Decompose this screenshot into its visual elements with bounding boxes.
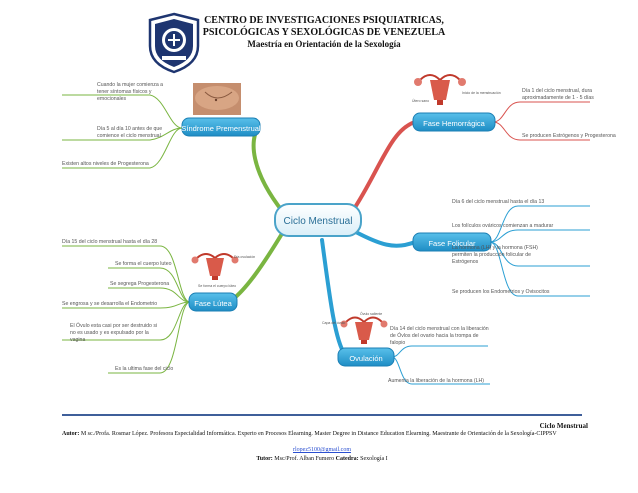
footer-email-row: rlopez5100@gmail.com xyxy=(62,446,582,454)
branch-sindrome xyxy=(62,94,183,169)
ovulacion-item-2: Aumenta la liberación de la hormona (LH) xyxy=(388,378,484,384)
branch-folicular xyxy=(489,205,590,297)
lutea-item-5: El Óvulo esta casi por ser destruido si … xyxy=(70,322,159,343)
uterus-icon xyxy=(414,74,466,105)
header-line2: PSICOLÓGICAS Y SEXOLÓGICAS DE VENEZUELA xyxy=(202,27,446,38)
institution-logo xyxy=(148,12,200,74)
ovulacion-item-1: Día 14 del ciclo menstrual con la libera… xyxy=(390,326,490,346)
connector-hemorragica xyxy=(350,120,417,214)
header-line1: CENTRO DE INVESTIGACIONES PSIQUIATRICAS, xyxy=(204,15,444,26)
hemorragica-items: Día 1 del ciclo menstrual, dura aproxima… xyxy=(522,88,616,139)
sindrome-item-3: Existen altos niveles de Progesterona xyxy=(62,161,149,167)
connector-lutea xyxy=(230,230,285,302)
folicular-items: Día 6 del ciclo menstrual hasta el día 1… xyxy=(452,199,553,295)
header-line3: Maestría en Orientación de la Sexología xyxy=(247,39,401,49)
lutea-item-4: Se engrosa y se desarrolla el Endometrio xyxy=(62,301,157,307)
connector-sindrome xyxy=(251,126,285,214)
sindrome-item-1: Cuando la mujer comienza a tener síntoma… xyxy=(97,82,165,102)
branch-hemorragica xyxy=(492,101,590,141)
topic-folicular-label: Fase Folicular xyxy=(428,239,476,248)
connector-folicular xyxy=(350,228,417,248)
hemorragica-item-1: Día 1 del ciclo menstrual, dura aproxima… xyxy=(522,88,594,101)
topic-hemorragica[interactable]: Fase Hemorrágica xyxy=(412,112,496,132)
folicular-item-4: Se producen los Endometrios y Ovisocitos xyxy=(452,289,550,295)
center-node[interactable]: Ciclo Menstrual xyxy=(274,203,362,237)
ovulacion-uterus-icon xyxy=(340,316,388,344)
lutea-caption2: Se forma el cuerpo lúteo xyxy=(198,284,236,288)
folicular-item-1: Día 6 del ciclo menstrual hasta el día 1… xyxy=(452,199,544,205)
hemorragica-caption: Inicio de la menstruación xyxy=(462,91,501,95)
catedra-label: Catedra: xyxy=(335,456,359,462)
tutor-text: Msc/Prof. Alban Fumero xyxy=(274,456,335,462)
ovulacion-caption2: Capa del óvulo xyxy=(322,321,345,325)
lutea-uterus-icon xyxy=(191,253,239,280)
hemorragica-item-2: Se producen Estrógenos y Progesterona xyxy=(522,133,616,139)
center-label: Ciclo Menstrual xyxy=(284,216,353,227)
lutea-item-2: Se forma el cuerpo luteo xyxy=(115,261,172,267)
topic-sindrome[interactable]: Síndrome Premenstrual xyxy=(181,117,261,137)
connector-ovulacion xyxy=(320,238,347,357)
sindrome-items: Cuando la mujer comienza a tener síntoma… xyxy=(62,82,165,167)
ovulacion-caption: Óvulo saliente xyxy=(360,311,382,316)
hemorragica-caption2: Útero sano xyxy=(412,99,429,103)
footer-title: Ciclo Menstrual xyxy=(539,422,588,430)
branch-lutea xyxy=(62,245,191,374)
folicular-item-3: La hormona (LH) y la hormona (FSH) permi… xyxy=(452,245,539,265)
lutea-item-6: Es la ultima fase del ciclo xyxy=(115,366,173,372)
ovulacion-items: Día 14 del ciclo menstrual con la libera… xyxy=(388,326,490,384)
topic-ovulacion[interactable]: Ovulación xyxy=(337,347,395,367)
lutea-items: Día 15 del ciclo menstrual hasta el día … xyxy=(62,239,173,372)
footer-autor: Autor: M sc./Profa. Rosmar López. Profes… xyxy=(62,430,582,438)
tutor-label: Tutor: xyxy=(256,456,273,462)
autor-label: Autor: xyxy=(62,431,80,437)
footer-tutor: Tutor: Msc/Prof. Alban Fumero Catedra: S… xyxy=(62,455,582,463)
lutea-caption: Día ovulación xyxy=(234,255,255,259)
autor-text: M sc./Profa. Rosmar López. Profesora Esp… xyxy=(80,431,557,437)
catedra-text: Sexología I xyxy=(360,456,388,462)
mind-map: Ciclo Menstrual Síndrome Premenstrual Cu… xyxy=(62,74,616,385)
topic-ovulacion-label: Ovulación xyxy=(349,354,382,363)
lutea-item-1: Día 15 del ciclo menstrual hasta el día … xyxy=(62,239,157,245)
topic-lutea[interactable]: Fase Lútea xyxy=(188,292,238,312)
header: CENTRO DE INVESTIGACIONES PSIQUIATRICAS,… xyxy=(196,15,452,50)
lutea-item-3: Se segrega Progesterona xyxy=(110,281,169,287)
footer-rule xyxy=(62,414,582,416)
email-link[interactable]: rlopez5100@gmail.com xyxy=(292,447,351,453)
topic-sindrome-label: Síndrome Premenstrual xyxy=(181,124,261,133)
belly-photo xyxy=(193,83,241,115)
folicular-item-2: Los folículos ováricos comienzan a madur… xyxy=(452,223,553,229)
topic-folicular[interactable]: Fase Folicular xyxy=(412,232,492,252)
topic-hemorragica-label: Fase Hemorrágica xyxy=(423,119,486,128)
sindrome-item-2: Día 5 al día 10 antes de que comience el… xyxy=(97,126,164,139)
topic-lutea-label: Fase Lútea xyxy=(194,299,232,308)
